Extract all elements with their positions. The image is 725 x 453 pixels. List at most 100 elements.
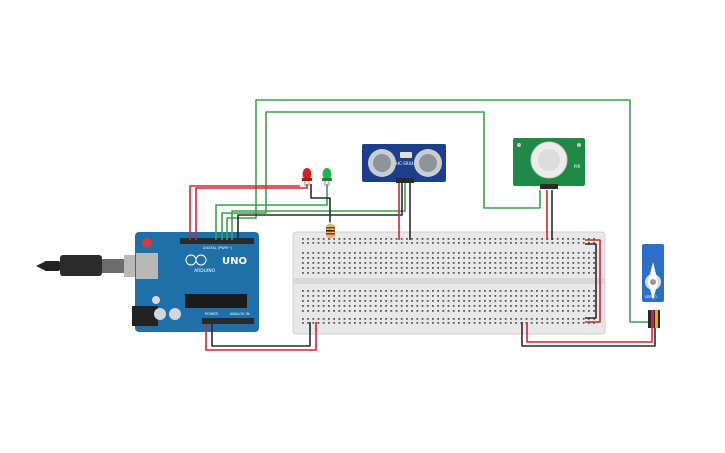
wire-servo-signal[interactable] <box>226 99 650 323</box>
breadboard-hole[interactable] <box>478 322 481 324</box>
breadboard-hole[interactable] <box>385 262 387 264</box>
breadboard-hole[interactable] <box>458 267 460 269</box>
breadboard-hole[interactable] <box>395 242 398 244</box>
breadboard-hole[interactable] <box>322 267 325 269</box>
wire-rail-black[interactable] <box>585 243 597 319</box>
breadboard-hole[interactable] <box>317 267 320 269</box>
breadboard-hole[interactable] <box>380 290 382 292</box>
breadboard-hole[interactable] <box>582 322 585 324</box>
breadboard-hole[interactable] <box>328 318 330 320</box>
breadboard-hole[interactable] <box>447 272 450 274</box>
ultrasonic-sensor[interactable]: HC-SR04 <box>362 144 446 183</box>
breadboard-hole[interactable] <box>546 242 549 244</box>
breadboard-hole[interactable] <box>458 272 460 274</box>
breadboard-hole[interactable] <box>322 310 325 312</box>
breadboard-hole[interactable] <box>536 238 538 240</box>
breadboard-hole[interactable] <box>302 238 304 240</box>
breadboard-hole[interactable] <box>463 272 465 274</box>
breadboard-hole[interactable] <box>302 242 304 244</box>
breadboard-hole[interactable] <box>390 318 393 320</box>
breadboard-hole[interactable] <box>515 300 517 302</box>
breadboard-hole[interactable] <box>447 242 450 244</box>
breadboard-hole[interactable] <box>468 290 471 292</box>
servo-motor[interactable]: SERVO <box>642 244 664 328</box>
breadboard-hole[interactable] <box>510 262 512 264</box>
breadboard-hole[interactable] <box>541 305 543 307</box>
breadboard-hole[interactable] <box>468 238 471 240</box>
breadboard-hole[interactable] <box>369 322 372 324</box>
breadboard-hole[interactable] <box>520 257 523 259</box>
breadboard-hole[interactable] <box>400 318 403 320</box>
breadboard-hole[interactable] <box>452 318 455 320</box>
breadboard-hole[interactable] <box>416 252 419 254</box>
breadboard-hole[interactable] <box>312 305 315 307</box>
breadboard-hole[interactable] <box>348 310 351 312</box>
breadboard-hole[interactable] <box>364 305 367 307</box>
breadboard-hole[interactable] <box>380 300 382 302</box>
breadboard-hole[interactable] <box>551 310 554 312</box>
breadboard-hole[interactable] <box>556 322 559 324</box>
breadboard-hole[interactable] <box>468 318 471 320</box>
breadboard-hole[interactable] <box>458 238 460 240</box>
breadboard-hole[interactable] <box>515 272 517 274</box>
breadboard-hole[interactable] <box>473 300 476 302</box>
breadboard-hole[interactable] <box>437 252 439 254</box>
breadboard-hole[interactable] <box>322 262 325 264</box>
breadboard-hole[interactable] <box>333 310 335 312</box>
breadboard-hole[interactable] <box>582 262 585 264</box>
breadboard-hole[interactable] <box>359 262 361 264</box>
breadboard-hole[interactable] <box>421 318 424 320</box>
breadboard-hole[interactable] <box>577 252 580 254</box>
breadboard-hole[interactable] <box>343 318 346 320</box>
breadboard-hole[interactable] <box>385 322 387 324</box>
breadboard-hole[interactable] <box>588 295 590 297</box>
breadboard-hole[interactable] <box>343 267 346 269</box>
breadboard-hole[interactable] <box>354 295 356 297</box>
breadboard-hole[interactable] <box>395 318 398 320</box>
breadboard-hole[interactable] <box>421 267 424 269</box>
breadboard-hole[interactable] <box>322 238 325 240</box>
breadboard-hole[interactable] <box>582 267 585 269</box>
breadboard-hole[interactable] <box>530 267 533 269</box>
breadboard-hole[interactable] <box>572 318 575 320</box>
breadboard-hole[interactable] <box>510 310 512 312</box>
breadboard-hole[interactable] <box>302 318 304 320</box>
breadboard-hole[interactable] <box>338 300 341 302</box>
breadboard-hole[interactable] <box>302 295 304 297</box>
breadboard-hole[interactable] <box>489 272 491 274</box>
breadboard-hole[interactable] <box>322 305 325 307</box>
breadboard-hole[interactable] <box>536 318 538 320</box>
breadboard-hole[interactable] <box>343 257 346 259</box>
breadboard-hole[interactable] <box>593 310 595 312</box>
breadboard-hole[interactable] <box>333 242 335 244</box>
breadboard-hole[interactable] <box>411 267 413 269</box>
breadboard-hole[interactable] <box>307 257 309 259</box>
breadboard-hole[interactable] <box>416 310 419 312</box>
breadboard-hole[interactable] <box>369 272 372 274</box>
breadboard-hole[interactable] <box>478 267 481 269</box>
breadboard-hole[interactable] <box>432 267 434 269</box>
breadboard-hole[interactable] <box>536 290 538 292</box>
breadboard-hole[interactable] <box>520 300 523 302</box>
breadboard-hole[interactable] <box>343 262 346 264</box>
breadboard-hole[interactable] <box>333 322 335 324</box>
breadboard-hole[interactable] <box>359 257 361 259</box>
breadboard-hole[interactable] <box>562 290 564 292</box>
breadboard-hole[interactable] <box>468 257 471 259</box>
breadboard-hole[interactable] <box>525 272 528 274</box>
breadboard-hole[interactable] <box>504 257 507 259</box>
breadboard-hole[interactable] <box>390 242 393 244</box>
breadboard-hole[interactable] <box>520 310 523 312</box>
breadboard-hole[interactable] <box>463 252 465 254</box>
breadboard-hole[interactable] <box>406 262 408 264</box>
breadboard-hole[interactable] <box>551 305 554 307</box>
breadboard-hole[interactable] <box>452 267 455 269</box>
breadboard-hole[interactable] <box>369 257 372 259</box>
breadboard-hole[interactable] <box>556 300 559 302</box>
breadboard-hole[interactable] <box>406 272 408 274</box>
breadboard-hole[interactable] <box>432 305 434 307</box>
breadboard-hole[interactable] <box>484 295 486 297</box>
breadboard-hole[interactable] <box>307 318 309 320</box>
breadboard-hole[interactable] <box>499 295 502 297</box>
breadboard-hole[interactable] <box>421 290 424 292</box>
